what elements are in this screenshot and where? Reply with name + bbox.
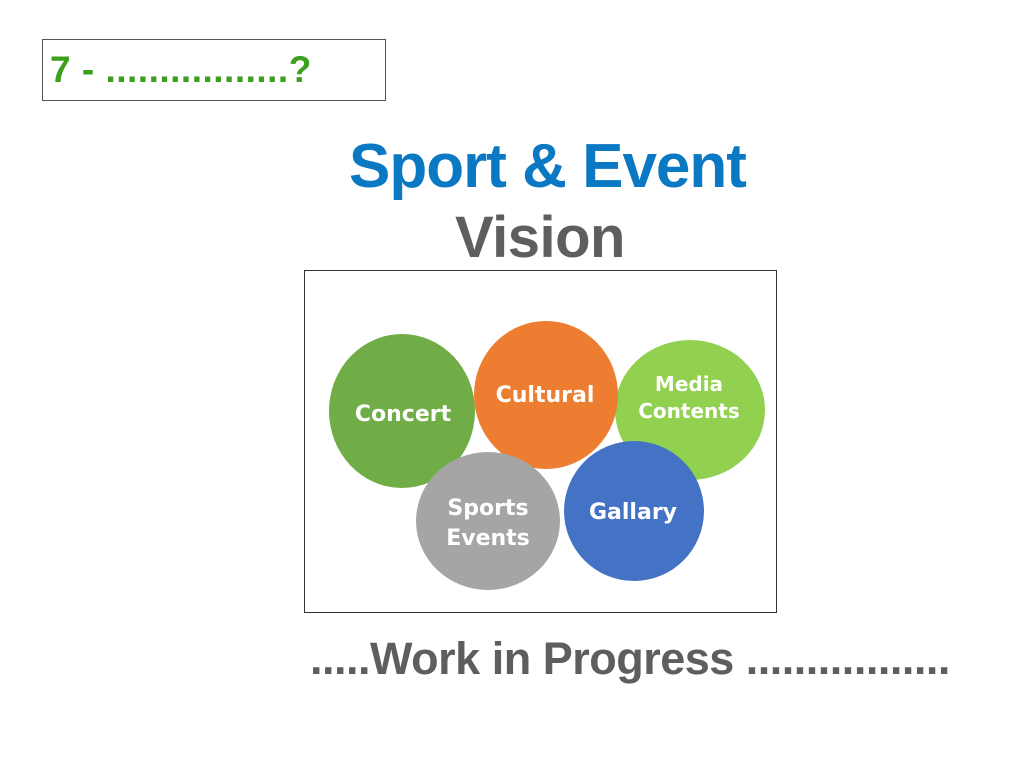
- concert-circle: [329, 334, 475, 488]
- sports-events-circle: [416, 452, 560, 590]
- concert-label: Concert: [355, 402, 452, 427]
- page-subtitle: Vision: [455, 205, 625, 270]
- gallary-circle: [564, 441, 704, 581]
- slide-label: 7 - .................?: [50, 49, 312, 90]
- cultural-circle: [474, 321, 618, 469]
- sports-label-line2: Events: [446, 526, 530, 551]
- footer-text: .....Work in Progress .................: [310, 633, 950, 684]
- diagram-frame: Concert Cultural Media Contents Sports E…: [304, 270, 777, 613]
- circle-diagram: Concert Cultural Media Contents Sports E…: [329, 321, 765, 590]
- media-label-line1: Media: [655, 372, 723, 396]
- cultural-label: Cultural: [496, 383, 595, 408]
- gallary-label: Gallary: [589, 500, 677, 525]
- sports-label-line1: Sports: [447, 496, 528, 521]
- page-title: Sport & Event: [349, 132, 747, 201]
- slide-label-box: 7 - .................?: [42, 39, 386, 101]
- media-label-line2: Contents: [638, 399, 739, 423]
